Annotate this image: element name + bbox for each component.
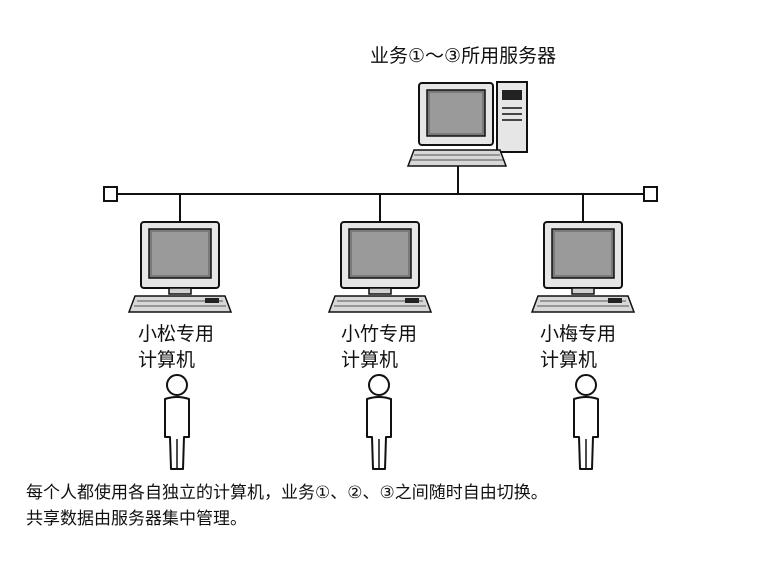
client-computer-icon [531, 221, 635, 313]
client-label-line1: 小竹专用 [341, 323, 418, 345]
bus-terminator-right [643, 186, 658, 202]
server-computer-icon [406, 81, 528, 167]
person-icon [366, 374, 392, 470]
person-icon [164, 374, 190, 470]
network-bus [103, 166, 658, 224]
client-label-line2: 计算机 [341, 349, 399, 371]
client-label-line1: 小梅专用 [540, 323, 617, 345]
bus-terminator-left [103, 186, 118, 202]
client-label-line2: 计算机 [138, 349, 196, 371]
server-label: 业务①～③所用服务器 [370, 45, 557, 67]
person-icon [573, 374, 599, 470]
client-computer-icon [128, 221, 232, 313]
caption-line2: 共享数据由服务器集中管理。 [26, 509, 247, 529]
caption-line1: 每个人都使用各自独立的计算机，业务①、②、③之间随时自由切换。 [26, 483, 548, 503]
client-computer-icon [328, 221, 432, 313]
client-label-line2: 计算机 [540, 349, 598, 371]
client-label-line1: 小松专用 [138, 323, 215, 345]
